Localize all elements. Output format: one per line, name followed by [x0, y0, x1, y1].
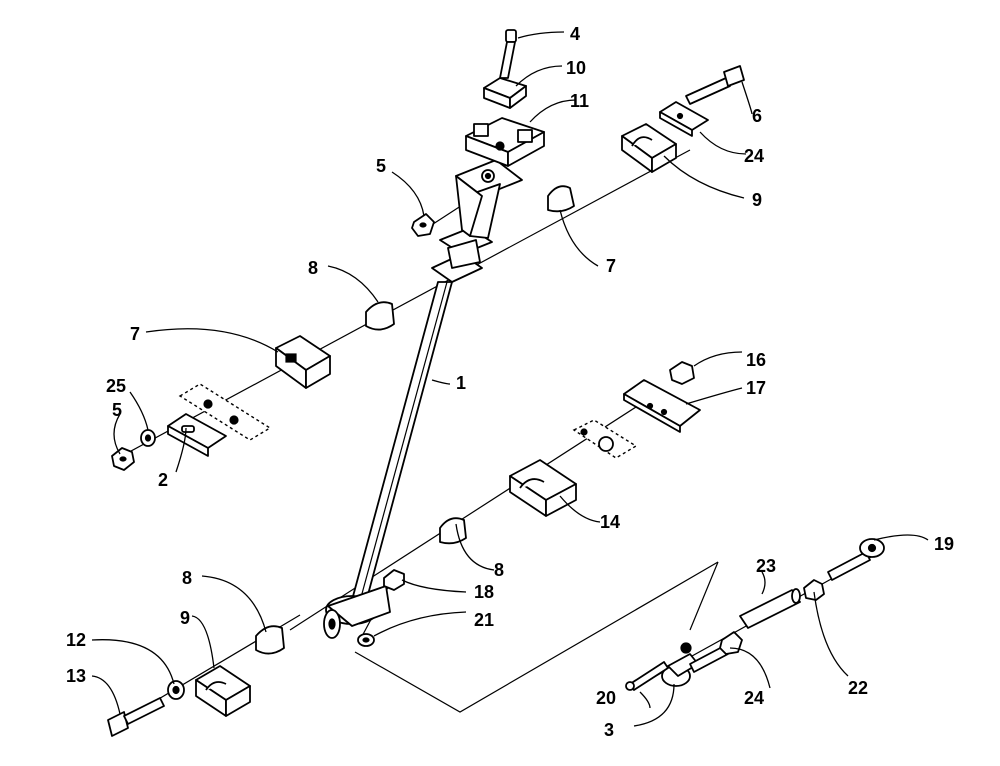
- callout-19: 20: [596, 688, 616, 708]
- callout-24: 24: [744, 146, 764, 166]
- callout-23: 24: [744, 688, 764, 708]
- steering-post: [323, 159, 523, 639]
- upper-right-bearing-block: [411, 65, 745, 237]
- callout-3: 3: [604, 720, 614, 740]
- callout-15: 16: [746, 350, 766, 370]
- callout-8-lower: 8: [182, 568, 192, 588]
- callout-8-middle: 8: [494, 560, 504, 580]
- tie-rod-group: [625, 538, 885, 691]
- middle-right-bearing-group: [439, 361, 701, 545]
- callout-21: 22: [848, 678, 868, 698]
- callout-16: 17: [746, 378, 766, 398]
- callout-17: 18: [474, 582, 494, 602]
- callout-9-upper: 9: [752, 190, 762, 210]
- callout-11: 11: [570, 91, 589, 111]
- callout-22: 23: [756, 556, 776, 576]
- callout-25: 25: [106, 376, 126, 396]
- callout-8-left: 8: [308, 258, 318, 278]
- callout-5-upper: 5: [376, 156, 386, 176]
- callout-9-lower: 9: [180, 608, 190, 628]
- callout-13: 13: [66, 666, 86, 686]
- lower-left-bearing-group: [107, 625, 285, 737]
- callout-20: 21: [474, 610, 494, 630]
- callout-1: 1: [456, 373, 466, 393]
- callout-14: 14: [600, 512, 620, 532]
- callout-6: 6: [752, 106, 762, 126]
- left-bearing-group: [111, 301, 395, 471]
- callout-10: 10: [566, 58, 586, 78]
- callout-8-upper: 7: [606, 256, 616, 276]
- leader-lines: [91, 31, 929, 727]
- callout-5-left: 5: [112, 400, 122, 420]
- callout-12: 12: [66, 630, 86, 650]
- callout-2: 2: [158, 470, 168, 490]
- callout-7: 7: [130, 324, 140, 344]
- callout-18: 19: [934, 534, 954, 554]
- callout-numbers: 4 10 11 5 6 24 9 7 8 7 25 5 2 1 16 17 14…: [66, 24, 954, 740]
- top-clamp-stack: [465, 29, 545, 167]
- base-fasteners: [357, 569, 405, 647]
- callout-4: 4: [570, 24, 580, 44]
